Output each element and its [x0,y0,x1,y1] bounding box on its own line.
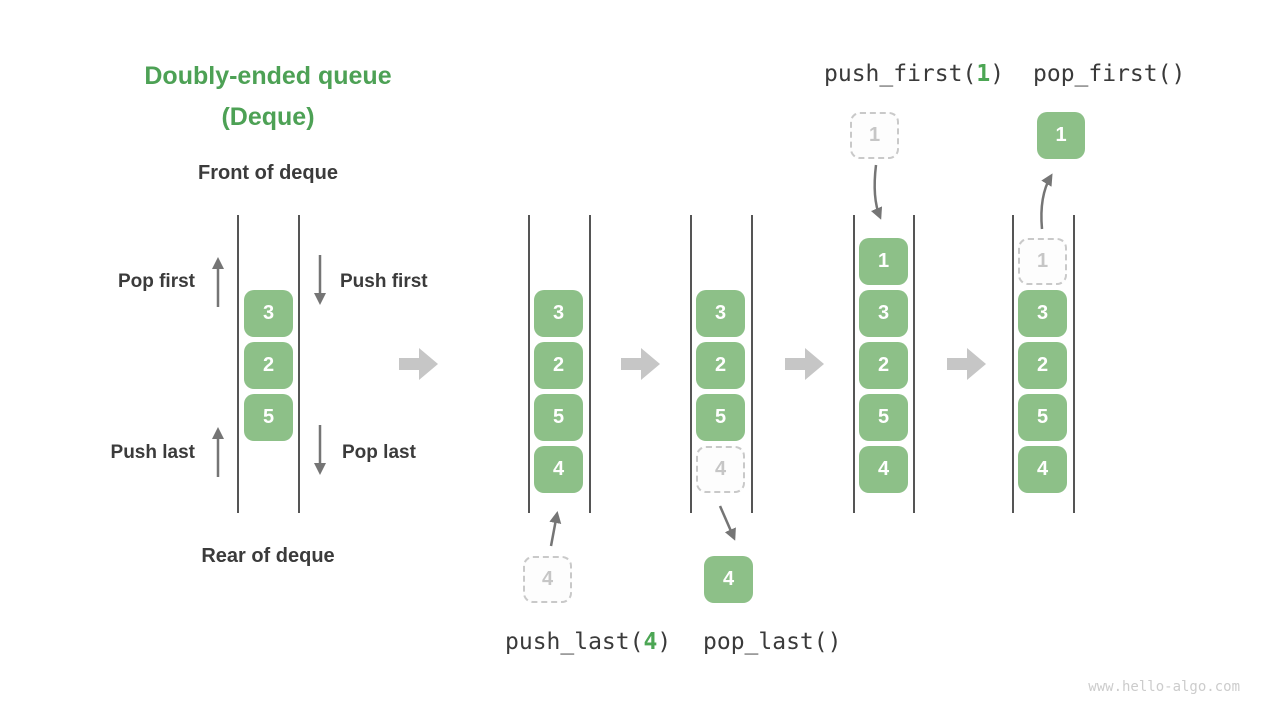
queue-cell: 2 [1018,342,1067,389]
queue-cell: 3 [859,290,908,337]
queue-wall [1012,215,1014,513]
queue-cell: 3 [244,290,293,337]
popped-element: 1 [1037,112,1085,159]
page-title: Doubly-ended queue (Deque) [97,56,439,138]
push-last-code-label: push_last(4) [505,629,671,655]
push-first-code-label: push_first(1) [824,61,1004,87]
rear-of-deque-label: Rear of deque [201,545,335,567]
flow-arrow-icon [785,348,824,380]
queue-wall [589,215,591,513]
queue-cell: 3 [534,290,583,337]
incoming-element-ghost: 4 [523,556,572,603]
queue-cell: 2 [534,342,583,389]
flow-arrow-icon [621,348,660,380]
incoming-element-ghost: 1 [850,112,899,159]
code-fn: push_first( [824,61,977,87]
queue-wall [690,215,692,513]
queue-wall [528,215,530,513]
code-arg: 4 [643,629,658,655]
queue-cell: 2 [244,342,293,389]
push-last-insert-arrow-icon [549,511,562,547]
pop-last-remove-arrow-icon [718,505,736,541]
pop-first-label: Pop first [117,271,195,292]
queue-cell: 3 [1018,290,1067,337]
queue-cell: 5 [696,394,745,441]
pop-last-label: Pop last [342,442,416,463]
removed-element-ghost: 1 [1018,238,1067,285]
pop-last-code-label: pop_last() [703,629,842,655]
watermark: www.hello-algo.com [1088,679,1240,695]
code-close: ) [990,61,1005,87]
queue-cell: 5 [1018,394,1067,441]
pop-first-code-label: pop_first() [1033,61,1186,87]
page-title-line2: (Deque) [221,103,315,131]
queue-wall [751,215,753,513]
flow-arrow-icon [947,348,986,380]
code-close: ) [657,629,672,655]
queue-cell: 4 [1018,446,1067,493]
code-arg: 1 [976,61,991,87]
queue-cell: 4 [859,446,908,493]
queue-cell: 4 [534,446,583,493]
popped-element: 4 [704,556,753,603]
queue-wall [853,215,855,513]
push-first-insert-arrow-icon [870,164,883,220]
queue-wall [1073,215,1075,513]
queue-cell: 2 [859,342,908,389]
pop-first-remove-arrow-icon [1040,173,1053,230]
queue-wall [913,215,915,513]
queue-cell: 5 [859,394,908,441]
flow-arrow-icon [399,348,438,380]
push-last-label: Push last [110,442,195,463]
removed-element-ghost: 4 [696,446,745,493]
code-fn: push_last( [505,629,644,655]
queue-cell: 2 [696,342,745,389]
queue-cell: 3 [696,290,745,337]
page-title-line1: Doubly-ended queue [144,62,392,90]
queue-cell: 5 [534,394,583,441]
queue-cell: 1 [859,238,908,285]
queue-wall [237,215,239,513]
front-of-deque-label: Front of deque [198,162,338,184]
queue-wall [298,215,300,513]
queue-cell: 5 [244,394,293,441]
push-first-label: Push first [340,271,428,292]
